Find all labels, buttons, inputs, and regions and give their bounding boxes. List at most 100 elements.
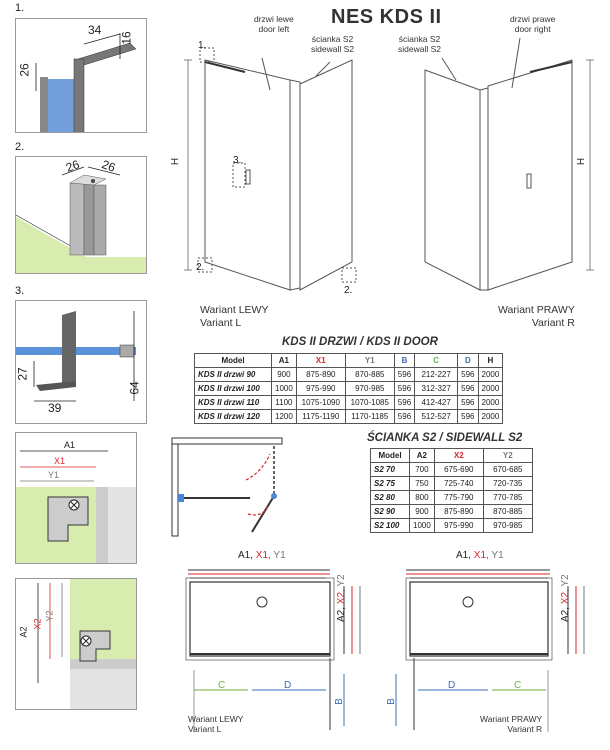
plan-variant-right: Wariant PRAWY Variant R — [480, 714, 543, 734]
col-x2: X2 — [433, 448, 484, 463]
plan-right-d: D — [448, 680, 456, 691]
plan-right-top-dims: A1, X1, Y1 — [456, 550, 504, 561]
table-row: S2 80 800 775-790 770-785 — [370, 490, 533, 505]
cell: 1075-1090 — [295, 395, 346, 410]
variant-right-label: Wariant PRAWY Variant R — [498, 304, 575, 329]
table-row: KDS II drzwi 90 900 875-890 870-885 596 … — [194, 367, 504, 382]
plan-left-b: B — [333, 698, 345, 705]
cell: 596 — [457, 367, 479, 382]
cell: 700 — [409, 462, 435, 477]
cell: 312-327 — [414, 381, 459, 396]
cell: 596 — [393, 381, 416, 396]
plan-right-side-dims: A2, X2, Y2 — [560, 574, 571, 622]
door-table-title: KDS II DRZWI / KDS II DOOR — [282, 336, 438, 348]
table-row: S2 75 750 725-740 720-735 — [370, 476, 533, 491]
cell: 1170-1185 — [344, 409, 395, 424]
cell: 900 — [271, 367, 297, 382]
cell: S2 70 — [370, 462, 410, 477]
cell: S2 75 — [370, 476, 410, 491]
table-row: S2 70 700 675-690 670-685 — [370, 462, 533, 477]
detail-1-panel: 34 16 26 — [15, 18, 147, 133]
marker-2: 2. — [196, 262, 205, 273]
cell: S2 80 — [370, 490, 410, 505]
cell: 512-527 — [414, 409, 459, 424]
detail-5-panel: A2 X2 Y2 — [15, 578, 137, 710]
cell: 2000 — [477, 381, 504, 396]
detail-5-drawing — [37, 579, 136, 709]
cell: KDS II drzwi 110 — [194, 395, 272, 410]
cell: 2000 — [477, 395, 504, 410]
cell: 750 — [409, 476, 435, 491]
table-row: S2 100 1000 975-990 970-985 — [370, 518, 533, 533]
detail-1-dim-34: 34 — [88, 23, 102, 37]
door-table: Model A1 X1 Y1 B C D H KDS II drzwi 90 9… — [194, 353, 504, 424]
left-enclosure — [184, 47, 357, 291]
table-row: S2 90 900 875-890 870-885 — [370, 504, 533, 519]
detail-2-drawing — [16, 166, 146, 273]
cell: 720-735 — [482, 476, 533, 491]
plan-left-top-dims: A1, X1, Y1 — [238, 550, 286, 561]
col-model: Model — [194, 353, 272, 368]
cell: 775-790 — [433, 490, 484, 505]
dim-x1: X1, — [255, 550, 271, 561]
callout-door-left: drzwi lewe door left — [254, 14, 294, 34]
marker-2b: 2. — [344, 285, 353, 296]
cell: 900 — [409, 504, 435, 519]
cell: 596 — [393, 395, 416, 410]
cell: 1000 — [271, 381, 297, 396]
cell: 800 — [409, 490, 435, 505]
cell: 1100 — [271, 395, 297, 410]
plan-right-b: B — [385, 698, 397, 705]
detail-3-dim-27: 27 — [15, 367, 30, 381]
detail-3-number: 3. — [15, 285, 25, 297]
cell: 1175-1190 — [295, 409, 346, 424]
cell: KDS II drzwi 100 — [194, 381, 272, 396]
dim-y2: Y2 — [336, 574, 347, 587]
cell: 875-890 — [433, 504, 484, 519]
dim-a2: A2, — [336, 606, 347, 622]
plan-right-c: C — [514, 680, 522, 691]
plan-right — [395, 569, 585, 732]
cell: 970-985 — [344, 381, 395, 396]
detail-2-number: 2. — [15, 141, 25, 153]
detail-2-panel: 26 26 — [15, 156, 147, 274]
right-enclosure — [424, 37, 594, 291]
detail-1-number: 1. — [15, 2, 25, 14]
callout-sidewall-right: ścianka S2 sidewall S2 — [398, 34, 441, 54]
col-a2: A2 — [409, 448, 435, 463]
door-swing-diagram — [171, 437, 283, 537]
cell: 2000 — [477, 367, 504, 382]
dim-x2: X2, — [560, 589, 571, 605]
cell: 2000 — [477, 409, 504, 424]
plan-variant-left: Wariant LEWY Variant L — [188, 714, 244, 734]
cell: 675-690 — [433, 462, 484, 477]
cell: 1200 — [271, 409, 297, 424]
cell: 975-990 — [295, 381, 346, 396]
cell: 1070-1085 — [344, 395, 395, 410]
cell: 725-740 — [433, 476, 484, 491]
detail-4-x1: X1 — [54, 456, 66, 466]
cell: S2 100 — [370, 518, 410, 533]
dim-y1: Y1 — [273, 550, 286, 561]
cell: 412-427 — [414, 395, 459, 410]
door-table-header: Model A1 X1 Y1 B C D H — [194, 353, 504, 368]
plan-left-side-dims: A2, X2, Y2 — [336, 574, 347, 622]
col-model: Model — [370, 448, 410, 463]
marker-1: 1. — [198, 40, 207, 51]
dim-a2: A2, — [560, 606, 571, 622]
cell: 870-885 — [344, 367, 395, 382]
detail-3-drawing — [16, 311, 136, 402]
cell: 596 — [393, 409, 416, 424]
col-a1: A1 — [271, 353, 297, 368]
table-row: KDS II drzwi 110 1100 1075-1090 1070-108… — [194, 395, 504, 410]
col-y1: Y1 — [344, 353, 395, 368]
callout-door-right: drzwi prawe door right — [510, 14, 556, 34]
col-y2: Y2 — [482, 448, 533, 463]
cell: 975-990 — [433, 518, 484, 533]
dim-y1: Y1 — [491, 550, 504, 561]
col-x1: X1 — [295, 353, 346, 368]
perspective-drawings — [184, 37, 594, 291]
plan-views — [185, 569, 585, 732]
height-label-left: H — [170, 157, 182, 166]
cell: 596 — [393, 367, 416, 382]
